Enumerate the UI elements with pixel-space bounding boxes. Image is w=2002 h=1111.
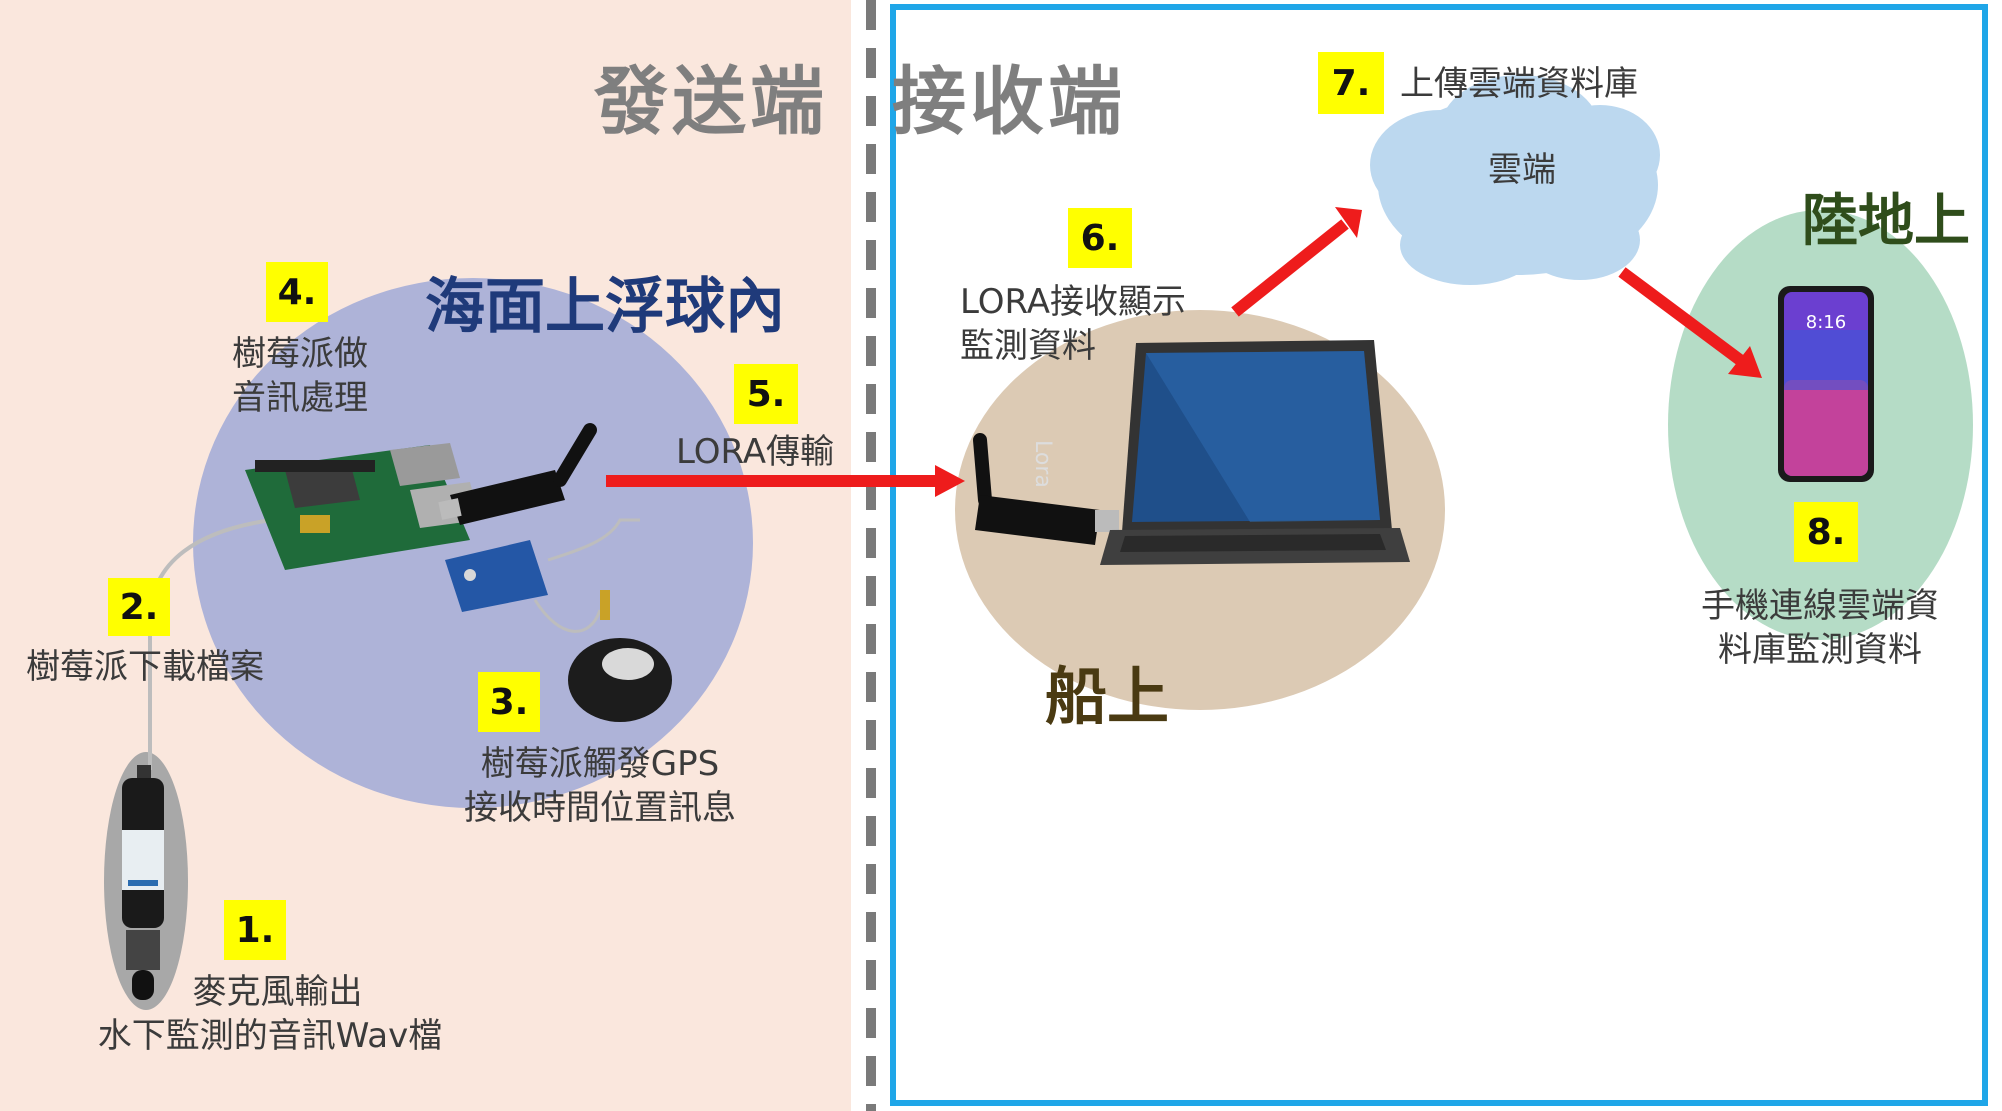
step-3-label-line1: 樹莓派觸發GPS: [480, 744, 720, 784]
step-5-label: LORA傳輸: [676, 432, 834, 472]
receiver-title: 接收端: [892, 59, 1126, 145]
lora-tag: Lora: [1030, 440, 1055, 488]
lora-dongle-receiver: [973, 433, 1119, 545]
cloud-label: 雲端: [1488, 150, 1556, 190]
laptop-device: [1100, 340, 1410, 565]
arrow-lora-transmission: [606, 465, 965, 497]
step-1-label-line1: 麥克風輸出: [192, 972, 363, 1012]
step-4-label-line1: 樹莓派做: [232, 334, 368, 374]
step-4-label-line2: 音訊處理: [232, 378, 368, 418]
receiver-panel: [890, 4, 1988, 1106]
cloud-shape: [1370, 75, 1660, 285]
step-4-badge: 4.: [266, 262, 328, 322]
step-8-label-line2: 料庫監測資料: [1718, 630, 1922, 670]
step-3-label-line2: 接收時間位置訊息: [464, 788, 736, 828]
arrow-to-phone: [1618, 267, 1762, 378]
arrow-to-cloud: [1231, 207, 1362, 317]
step-8-badge: 8.: [1794, 502, 1858, 562]
step-6-badge: 6.: [1068, 208, 1132, 268]
step-1-badge: 1.: [224, 900, 286, 960]
step-2-badge: 2.: [108, 578, 170, 636]
step-7-label: 上傳雲端資料庫: [1400, 64, 1638, 104]
gps-antenna: [568, 590, 672, 722]
gps-module: [445, 518, 640, 633]
step-8-label-line1: 手機連線雲端資: [1701, 586, 1939, 626]
step-2-label: 樹莓派下載檔案: [26, 647, 264, 687]
buoy-zone-title: 海面上浮球內: [425, 272, 785, 342]
phone-clock: 8:16: [1805, 312, 1847, 333]
step-5-badge: 5.: [734, 364, 798, 424]
step-7-badge: 7.: [1318, 52, 1384, 114]
smartphone-device: [1778, 286, 1874, 482]
step-6-label-line1: LORA接收顯示: [960, 282, 1186, 322]
dashed-divider: [866, 0, 876, 1111]
sender-title: 發送端: [594, 59, 828, 145]
step-3-badge: 3.: [478, 672, 540, 732]
lora-dongle-sender: [438, 423, 597, 525]
ship-zone-title: 船上: [1045, 660, 1170, 733]
step-6-label-line2: 監測資料: [960, 326, 1096, 366]
hydrophone-device: [122, 765, 164, 1000]
land-zone-title: 陸地上: [1802, 189, 1970, 254]
step-1-label-line2: 水下監測的音訊Wav檔: [97, 1016, 443, 1056]
